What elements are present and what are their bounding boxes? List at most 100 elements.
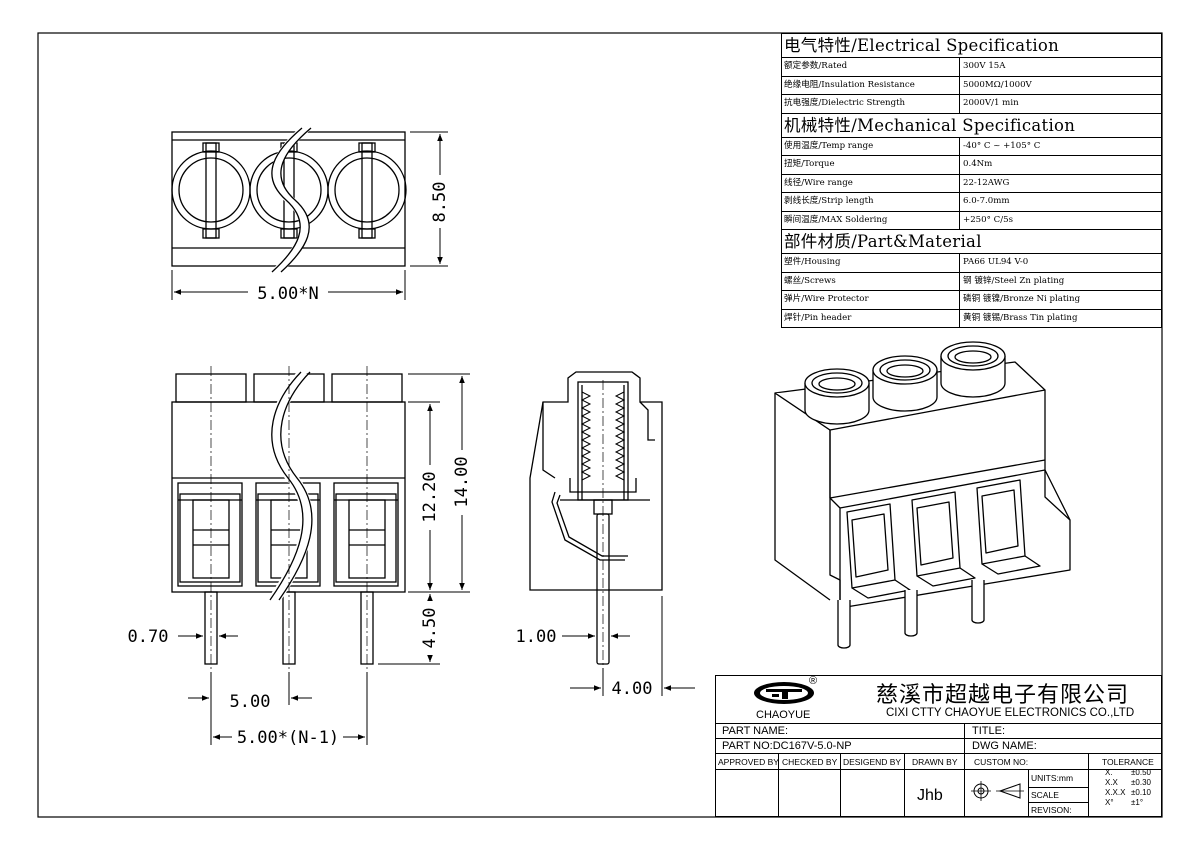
logo-text: CHAOYUE <box>756 709 811 721</box>
spec-label: 剥线长度/Strip length <box>782 193 960 211</box>
company-logo-icon <box>754 682 814 704</box>
iso-pin-2 <box>904 590 918 637</box>
dim-pitch-label: 5.00 <box>230 692 271 712</box>
mechanical-spec-title: 机械特性/Mechanical Specification <box>782 114 1161 138</box>
spec-table: 电气特性/Electrical Specification 额定参数/Rated… <box>781 33 1162 328</box>
drawing-frame <box>37 32 1163 818</box>
terminal-window-1 <box>177 482 243 587</box>
spec-value: 300V 15A <box>963 61 1006 71</box>
screw-head-top-3 <box>327 142 407 239</box>
spec-label: 额定参数/Rated <box>782 58 960 76</box>
tolerance-key: X.X <box>1105 778 1118 787</box>
iso-cylinder-1 <box>804 368 870 425</box>
top-view <box>171 124 407 276</box>
part-name-label: PART NAME: <box>722 725 789 737</box>
spec-value: 22-12AWG <box>963 177 1010 188</box>
approved-by-label: APPROVED BY <box>718 757 779 767</box>
spec-label: 使用温度/Temp range <box>782 137 960 155</box>
dim-side-pin-label: 1.00 <box>516 627 557 647</box>
screw-thread <box>580 391 626 481</box>
spec-label: 扭矩/Torque <box>782 156 960 174</box>
spec-value: 磷铜 镀镍/Bronze Ni plating <box>963 294 1081 304</box>
checked-by-label: CHECKED BY <box>782 757 838 767</box>
company-name-en: CIXI CTTY CHAOYUE ELECTRONICS CO.,LTD <box>886 707 1135 719</box>
tolerance-key: X° <box>1105 798 1114 807</box>
title-block: ® CHAOYUE 慈溪市超越电子有限公司 CIXI CTTY CHAOYUE … <box>715 675 1162 817</box>
spec-label: 抗电强度/Dielectric Strength <box>782 95 960 113</box>
dim-front-total-height: 14.00 <box>452 456 472 507</box>
spec-value: PA66 UL94 V-0 <box>963 257 1029 267</box>
designed-by-label: DESIGEND BY <box>843 757 902 767</box>
dim-pin-width-label: 0.70 <box>128 627 169 647</box>
dim-top-width-label: 5.00*N <box>257 284 318 304</box>
break-line-top <box>271 124 309 276</box>
drawn-by-value: Jhb <box>917 787 943 804</box>
dim-front-body-height: 12.20 <box>420 471 440 522</box>
spec-label: 焊针/Pin header <box>782 309 960 327</box>
company-name-cn: 慈溪市超越电子有限公司 <box>876 683 1130 708</box>
dim-top-height <box>410 131 448 267</box>
spec-value: 5000MΩ/1000V <box>963 79 1032 90</box>
spec-value: 黄铜 镀锡/Brass Tin plating <box>963 312 1078 323</box>
tolerance-key: X. <box>1105 768 1113 777</box>
spec-label: 瞬间温度/MAX Soldering <box>782 211 960 229</box>
dim-side <box>562 596 695 696</box>
dim-side-offset-label: 4.00 <box>612 679 653 699</box>
drawn-by-label: DRAWN BY <box>912 757 958 767</box>
dim-top-height-label: 8.50 <box>430 182 450 223</box>
dim-front-vertical <box>378 373 470 665</box>
iso-pin-3 <box>971 580 985 624</box>
tolerance-value: ±1° <box>1131 798 1144 807</box>
spec-row-temp: 使用温度/Temp range-40° C ~ +105° C <box>782 137 1161 156</box>
title-label: TITLE: <box>972 725 1006 737</box>
iso-slot-2 <box>911 491 976 587</box>
side-view <box>529 371 663 670</box>
projection-symbol-icon <box>971 781 1024 801</box>
iso-cylinder-2 <box>872 355 938 412</box>
tolerance-key: X.X.X <box>1105 788 1126 797</box>
iso-cylinder-3 <box>940 341 1006 398</box>
material-spec-title: 部件材质/Part&Material <box>782 230 1161 254</box>
screw-head-top-1 <box>171 142 251 239</box>
custom-no-label: CUSTOM NO: <box>974 757 1029 767</box>
tolerance-value: ±0.50 <box>1131 768 1151 777</box>
spec-value: -40° C ~ +105° C <box>963 140 1041 151</box>
spec-value: 2000V/1 min <box>963 98 1019 108</box>
dim-pin-length: 4.50 <box>420 608 440 649</box>
electrical-spec-title: 电气特性/Electrical Specification <box>782 34 1161 58</box>
dim-row-width-label: 5.00*(N-1) <box>237 728 339 748</box>
iso-slot-3 <box>976 479 1041 575</box>
spec-row-soldering: 瞬间温度/MAX Soldering+250° C/5s <box>782 211 1161 230</box>
part-no-label: PART NO:DC167V-5.0-NP <box>722 740 852 752</box>
tolerance-title: TOLERANCE <box>1102 757 1154 767</box>
spec-value: +250° C/5s <box>963 214 1013 225</box>
tolerance-value: ±0.30 <box>1131 778 1151 787</box>
registered-mark: ® <box>809 675 818 687</box>
screw-head-top-2 <box>249 142 329 239</box>
dwg-name-label: DWG NAME: <box>972 740 1037 752</box>
iso-pin-1 <box>837 600 851 649</box>
spec-value: 6.0-7.0mm <box>963 196 1010 206</box>
units-label: UNITS:mm <box>1031 773 1074 783</box>
wire-protector <box>551 491 625 561</box>
terminal-window-3 <box>333 482 399 587</box>
dim-pitch <box>188 672 368 745</box>
isometric-view <box>774 341 1071 649</box>
spec-label: 塑件/Housing <box>782 254 960 272</box>
spec-value: 0.4Nm <box>963 159 993 169</box>
scale-label: SCALE <box>1031 790 1059 800</box>
spec-label: 螺丝/Screws <box>782 272 960 290</box>
spec-value: 钢 镀锌/Steel Zn plating <box>963 275 1065 286</box>
revision-label: REVISON: <box>1031 805 1072 815</box>
front-centerlines <box>210 366 368 670</box>
